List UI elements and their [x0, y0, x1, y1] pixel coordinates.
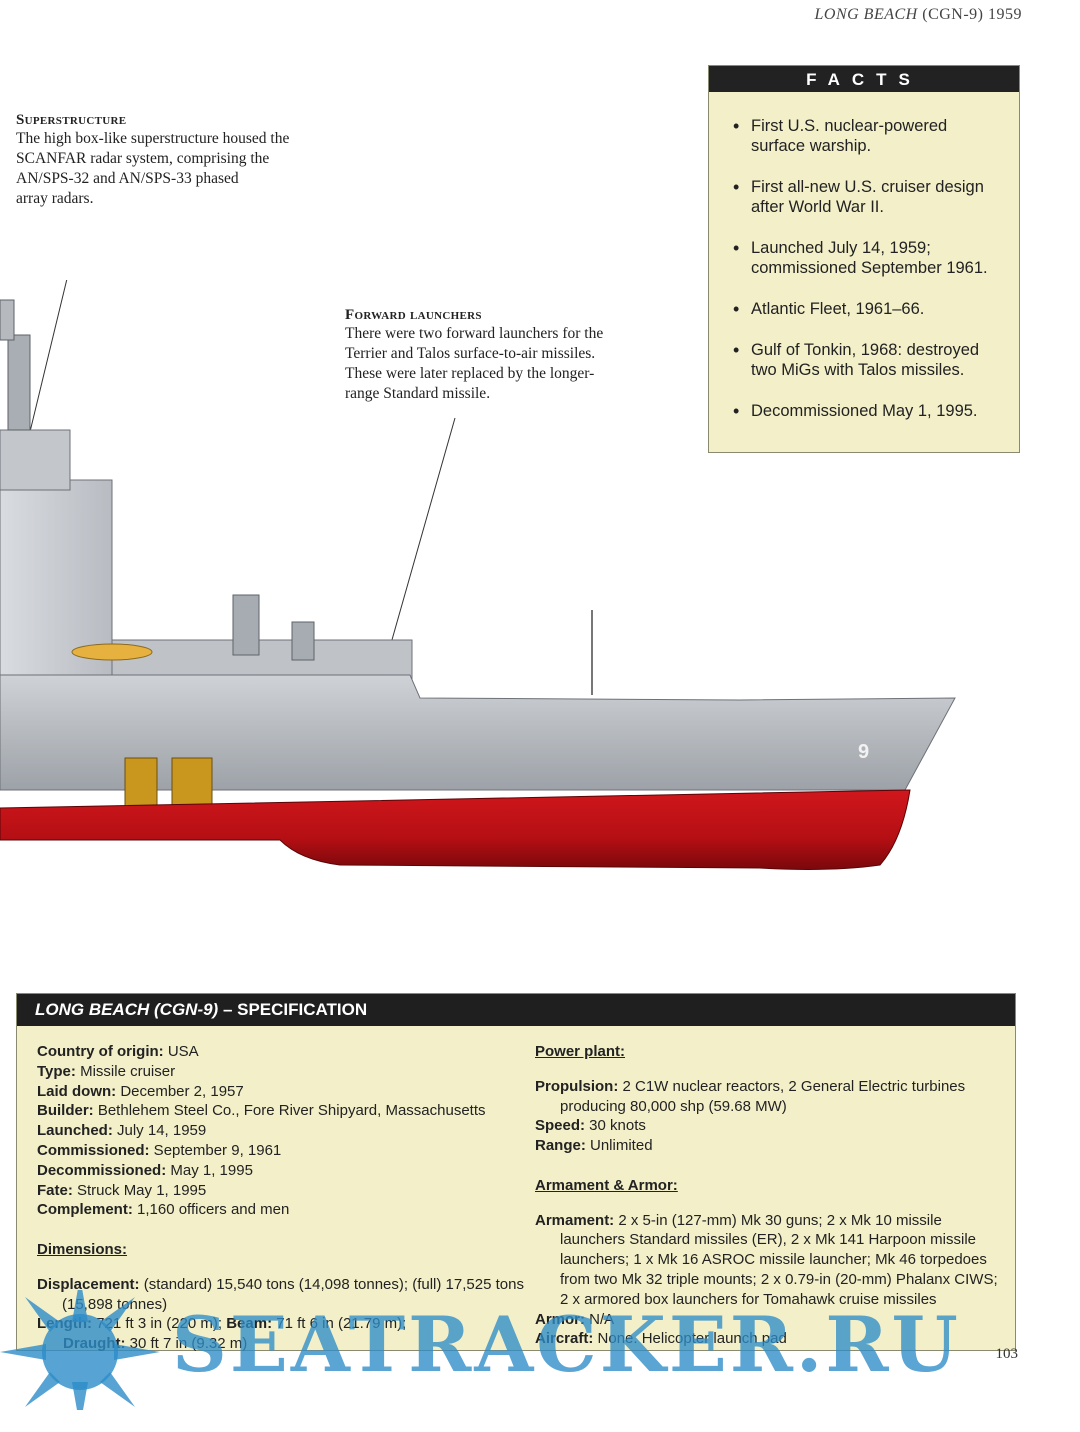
- spec-value: USA: [163, 1043, 199, 1060]
- spec-value: 2 C1W nuclear reactors, 2 General Electr…: [560, 1077, 966, 1115]
- spec-value: Unlimited: [585, 1137, 653, 1155]
- spec-right-column: Power plant: Propulsion: 2 C1W nuclear r…: [535, 1042, 1005, 1349]
- mast-top: [7, 334, 31, 431]
- spec-label: Commissioned:: [37, 1141, 150, 1159]
- spec-value: None. Helicopter launch pad: [593, 1330, 787, 1348]
- upper-tower: [0, 429, 71, 491]
- spec-row: Commissioned: September 9, 1961: [37, 1141, 527, 1161]
- specification-box: LONG BEACH (CGN-9) – SPECIFICATION Count…: [16, 993, 1016, 1354]
- spec-value: 2 x 5-in (127-mm) Mk 30 guns; 2 x Mk 10 …: [560, 1211, 998, 1308]
- page-number: 103: [995, 1346, 1019, 1362]
- forward-launchers-pointer-line: [381, 417, 456, 676]
- fact-item: Gulf of Tonkin, 1968: destroyed two MiGs…: [733, 340, 1001, 380]
- forward-launchers-callout-text: There were two forward launchers for the…: [345, 325, 604, 402]
- spec-row: Laid down: December 2, 1957: [37, 1082, 527, 1102]
- spec-row: Complement: 1,160 officers and men: [37, 1200, 527, 1220]
- spec-label: Builder:: [37, 1102, 94, 1120]
- armament-row: Armament: 2 x 5-in (127-mm) Mk 30 guns; …: [535, 1211, 1005, 1310]
- mast-antenna: [0, 299, 15, 341]
- spec-value: (standard) 15,540 tons (14,098 tonnes); …: [62, 1275, 524, 1313]
- forward-launchers-callout-title: Forward launchers: [345, 307, 482, 323]
- spec-label: Armor:: [535, 1310, 586, 1328]
- superstructure-pointer-line: [27, 280, 68, 441]
- superstructure-callout-title: Superstructure: [16, 112, 127, 128]
- spec-label: Country of origin:: [37, 1043, 164, 1060]
- aircraft-row: Aircraft: None. Helicopter launch pad: [535, 1329, 1005, 1349]
- lower-hull: [0, 789, 911, 870]
- hull-tank-1: [124, 757, 158, 809]
- running-head-title: LONG BEACH: [814, 6, 918, 23]
- spec-label: Armament:: [535, 1211, 615, 1229]
- spec-label: Type:: [37, 1062, 76, 1080]
- superstructure-callout: Superstructure The high box-like superst…: [16, 112, 346, 209]
- hull-tank-2: [171, 757, 213, 809]
- spec-row: Fate: Struck May 1, 1995: [37, 1181, 527, 1201]
- spec-value: Bethlehem Steel Co., Fore River Shipyard…: [93, 1102, 486, 1120]
- spec-label: Range:: [535, 1137, 586, 1155]
- spec-label: Aircraft:: [535, 1330, 594, 1348]
- spec-value: 71 ft 6 in (21.79 m);: [272, 1315, 407, 1333]
- forward-launchers-callout: Forward launchers There were two forward…: [345, 307, 645, 404]
- spec-label: Launched:: [37, 1122, 113, 1140]
- spec-row: Launched: July 14, 1959: [37, 1121, 527, 1141]
- spec-heading-ship: LONG BEACH (CGN-9): [35, 1000, 219, 1019]
- ships-boat: [71, 643, 153, 661]
- spec-left-column: Country of origin: USA Type: Missile cru…: [37, 1042, 527, 1354]
- spec-label: Beam:: [226, 1315, 273, 1333]
- spec-label: Laid down:: [37, 1082, 117, 1100]
- speed-row: Speed: 30 knots: [535, 1116, 1005, 1136]
- spec-label: Complement:: [37, 1201, 133, 1219]
- spec-row: Builder: Bethlehem Steel Co., Fore River…: [37, 1101, 527, 1121]
- spec-value: December 2, 1957: [116, 1082, 244, 1100]
- spec-label: Fate:: [37, 1181, 73, 1199]
- ship-illustration: 9: [0, 280, 956, 870]
- specification-heading: LONG BEACH (CGN-9) – SPECIFICATION: [17, 994, 1015, 1026]
- launcher-mount-2: [291, 621, 315, 661]
- spec-value: July 14, 1959: [112, 1122, 207, 1140]
- spec-value: May 1, 1995: [166, 1161, 253, 1179]
- superstructure-callout-text: The high box-like superstructure housed …: [16, 130, 290, 207]
- spec-row: Decommissioned: May 1, 1995: [37, 1161, 527, 1181]
- spec-value: 30 knots: [585, 1117, 646, 1135]
- spec-label: Displacement:: [37, 1275, 140, 1293]
- facts-list: First U.S. nuclear-powered surface warsh…: [709, 92, 1019, 421]
- spec-label: Decommissioned:: [37, 1161, 167, 1179]
- spec-value: Struck May 1, 1995: [72, 1181, 207, 1199]
- displacement-row: Displacement: (standard) 15,540 tons (14…: [37, 1275, 527, 1315]
- fact-item: Atlantic Fleet, 1961–66.: [733, 299, 1001, 319]
- fact-item: Launched July 14, 1959; commissioned Sep…: [733, 238, 1001, 278]
- watermark-star-icon: [0, 1290, 160, 1410]
- fact-item: First all-new U.S. cruiser design after …: [733, 177, 1001, 217]
- power-plant-heading: Power plant:: [535, 1043, 626, 1060]
- spec-row: Type: Missile cruiser: [37, 1062, 527, 1082]
- spec-label: Speed:: [535, 1117, 586, 1135]
- range-row: Range: Unlimited: [535, 1136, 1005, 1156]
- hull-number: 9: [858, 741, 869, 763]
- spec-label: Propulsion:: [535, 1077, 619, 1095]
- spec-value: 721 ft 3 in (220 m);: [91, 1315, 227, 1333]
- spec-heading-rest: – SPECIFICATION: [218, 1000, 368, 1019]
- fact-item: First U.S. nuclear-powered surface warsh…: [733, 116, 1001, 156]
- spec-value: Missile cruiser: [75, 1062, 176, 1080]
- facts-box: FACTS First U.S. nuclear-powered surface…: [708, 65, 1020, 453]
- running-head: LONG BEACH (CGN-9) 1959: [815, 6, 1023, 24]
- superstructure-tower: [0, 479, 113, 711]
- spec-value: N/A: [585, 1310, 615, 1328]
- spec-value: 1,160 officers and men: [132, 1201, 290, 1219]
- running-head-rest: (CGN-9) 1959: [917, 6, 1022, 23]
- watermark-text: SEATRACKER.RU: [172, 1300, 961, 1389]
- spec-value: 30 ft 7 in (9.32 m): [125, 1335, 248, 1353]
- propulsion-row: Propulsion: 2 C1W nuclear reactors, 2 Ge…: [535, 1077, 1005, 1117]
- fact-item: Decommissioned May 1, 1995.: [733, 401, 1001, 421]
- launcher-mount-1: [232, 594, 260, 656]
- facts-heading: FACTS: [709, 66, 1019, 92]
- armor-row: Armor: N/A: [535, 1310, 1005, 1330]
- spec-row: Country of origin: USA: [37, 1042, 527, 1062]
- armament-heading: Armament & Armor:: [535, 1176, 678, 1194]
- dimensions-heading: Dimensions:: [37, 1240, 128, 1258]
- spec-value: September 9, 1961: [149, 1141, 282, 1159]
